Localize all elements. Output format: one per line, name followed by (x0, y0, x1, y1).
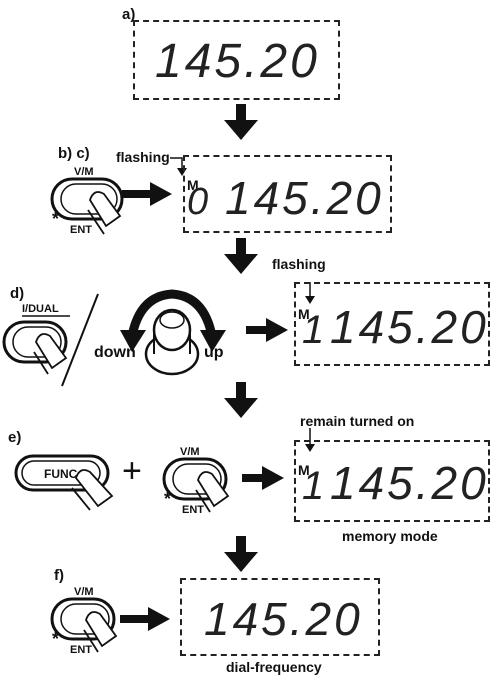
memory-mode-note: memory mode (342, 528, 438, 544)
display-bc: M 0 145.20 (183, 155, 392, 233)
asterisk-f: * (52, 629, 60, 649)
vm-button-e (162, 457, 230, 513)
frequency-readout-a: 145.20 (155, 35, 320, 88)
step-label-f: f) (54, 567, 64, 584)
func-button-e (14, 454, 114, 511)
display-d: M 1 145.20 (294, 282, 490, 366)
dial-down-label: down (94, 344, 136, 361)
right-arrow-f (120, 607, 170, 631)
down-arrow-3 (224, 382, 258, 418)
frequency-readout-f: 145.20 (204, 593, 363, 645)
ent-label-e: ENT (182, 504, 204, 516)
flashing-note-bc: flashing (116, 149, 170, 165)
step-label-bc: b) c) (58, 145, 90, 162)
channel-readout-bc: 0 (187, 181, 212, 223)
flashing-note-d: flashing (272, 256, 326, 272)
ent-label-f: ENT (70, 644, 92, 656)
frequency-readout-bc: 145.20 (225, 172, 384, 224)
right-arrow-d (246, 318, 288, 342)
plus-sign: + (122, 452, 142, 490)
step-label-e: e) (8, 429, 22, 446)
down-arrow-1 (224, 104, 258, 140)
dual-button-d (2, 315, 70, 375)
right-arrow-bc (122, 182, 172, 206)
step-label-d: d) (10, 285, 25, 302)
vm-label-bc: V/M (74, 166, 94, 178)
right-arrow-e (242, 466, 284, 490)
display-a: 145.20 (133, 20, 340, 100)
asterisk-e: * (164, 489, 172, 509)
channel-readout-e: 1 (302, 464, 328, 508)
dual-label-d: I/DUAL (22, 303, 59, 315)
memory-flag-d: M (298, 306, 310, 322)
frequency-readout-e: 145.20 (330, 457, 489, 509)
remain-on-note: remain turned on (300, 413, 415, 429)
dial-frequency-note: dial-frequency (226, 659, 322, 675)
vm-label-f: V/M (74, 586, 94, 598)
memory-flag-e: M (298, 462, 310, 478)
dial-up-label: up (204, 344, 224, 361)
channel-readout-d: 1 (302, 308, 328, 352)
display-e: M 1 145.20 (294, 440, 490, 522)
dial-knob (120, 289, 226, 376)
ent-label-bc: ENT (70, 224, 92, 236)
vm-button-bc (50, 177, 124, 235)
vm-label-e: V/M (180, 446, 200, 458)
separator-slash (61, 293, 99, 387)
down-arrow-2 (224, 238, 258, 274)
display-f: 145.20 (180, 578, 380, 656)
down-arrow-4 (224, 536, 258, 572)
vm-button-f (50, 597, 118, 653)
func-label-e: FUNC (44, 467, 78, 481)
asterisk-bc: * (52, 209, 60, 229)
step-label-a: a) (122, 6, 136, 23)
memory-flag-bc: M (187, 177, 199, 193)
frequency-readout-d: 145.20 (330, 301, 489, 353)
